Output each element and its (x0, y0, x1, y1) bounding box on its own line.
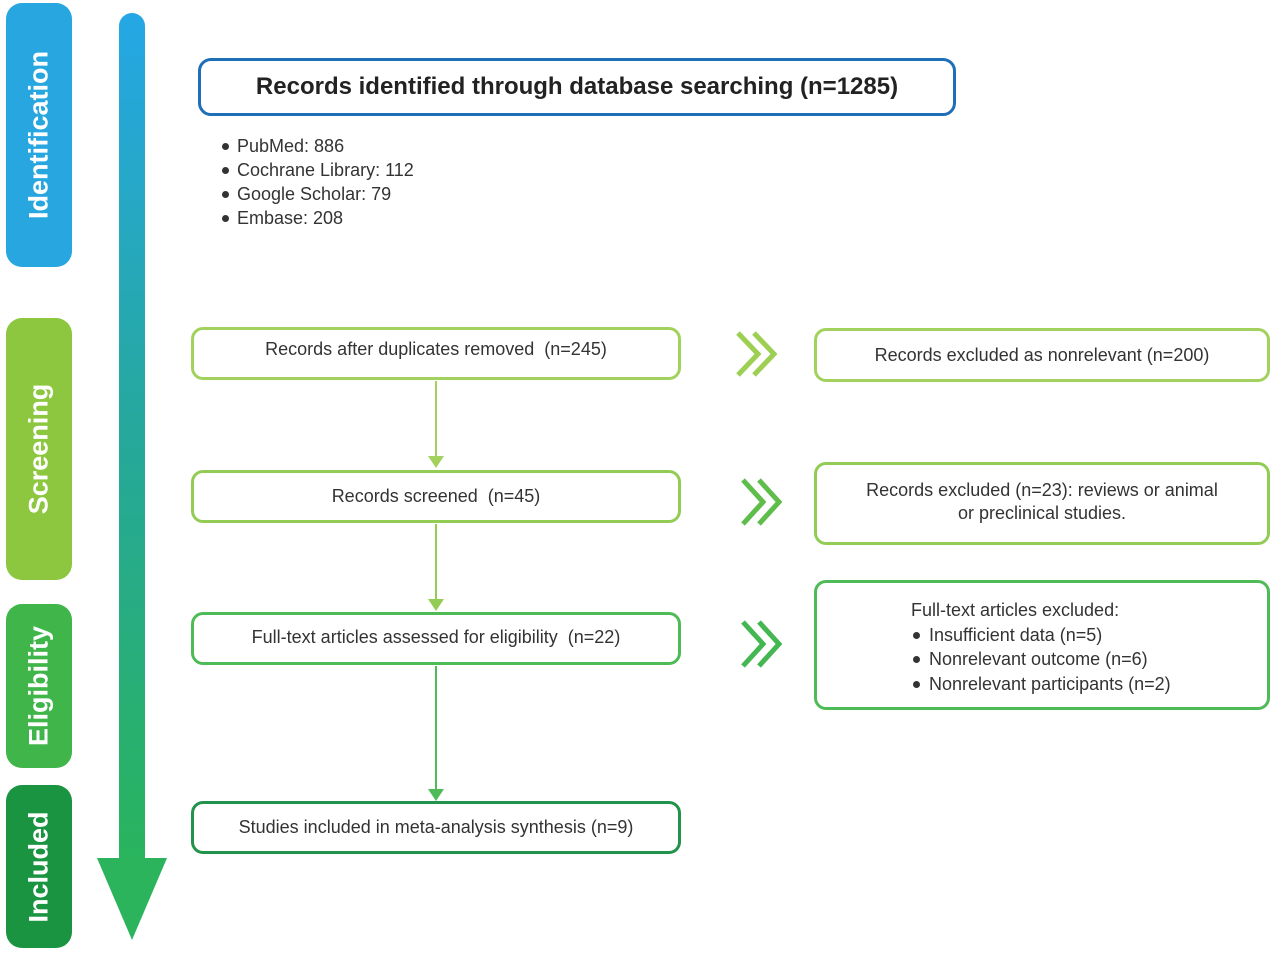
list-item: Google Scholar: 79 (222, 182, 414, 206)
list-item: Embase: 208 (222, 206, 414, 230)
records-screened-box: Records screened (n=45) (191, 470, 681, 523)
records-screened-label: Records screened (n=45) (331, 486, 541, 506)
database-source-list: PubMed: 886 Cochrane Library: 112 Google… (222, 134, 414, 230)
stage-label: Included (23, 810, 54, 923)
stage-label: Identification (23, 51, 54, 219)
fulltext-excluded-box: Full-text articles excluded: Insufficien… (814, 580, 1270, 710)
fulltext-assessed-box: Full-text articles assessed for eligibil… (191, 612, 681, 665)
double-chevron-right-icon (741, 620, 783, 668)
stage-screening: Screening (6, 318, 72, 580)
stage-included: Included (6, 785, 72, 948)
list-item: PubMed: 886 (222, 134, 414, 158)
excluded-reviews-line: Records excluded (n=23): reviews or anim… (866, 479, 1218, 500)
stage-label: Eligibility (23, 625, 54, 747)
connector-screened-to-fulltext (428, 524, 444, 611)
list-item: Cochrane Library: 112 (222, 158, 414, 182)
stage-label: Screening (23, 383, 54, 515)
fulltext-assessed-label: Full-text articles assessed for eligibil… (251, 627, 621, 647)
double-chevron-right-icon (741, 478, 783, 526)
timeline-down-arrow-icon (97, 13, 167, 940)
list-item: Nonrelevant outcome (n=6) (911, 647, 1267, 672)
list-item: Nonrelevant participants (n=2) (911, 672, 1267, 697)
records-identified-label: Records identified through database sear… (255, 73, 899, 100)
records-after-duplicates-box: Records after duplicates removed (n=245) (191, 327, 681, 380)
fulltext-excluded-title: Full-text articles excluded: (911, 600, 1120, 620)
list-item: Insufficient data (n=5) (911, 623, 1267, 648)
excluded-reviews-line: or preclinical studies. (957, 502, 1127, 523)
excluded-reviews-box: Records excluded (n=23): reviews or anim… (814, 462, 1270, 545)
records-identified-box: Records identified through database sear… (198, 58, 956, 116)
connector-duplicates-to-screened (428, 381, 444, 468)
connector-fulltext-to-included (428, 666, 444, 801)
excluded-nonrelevant-label: Records excluded as nonrelevant (n=200) (874, 344, 1210, 365)
double-chevron-right-icon (736, 331, 778, 377)
exclusion-reason-list: Insufficient data (n=5) Nonrelevant outc… (911, 623, 1267, 697)
stage-identification: Identification (6, 3, 72, 267)
studies-included-label: Studies included in meta-analysis synthe… (238, 817, 634, 837)
stage-eligibility: Eligibility (6, 604, 72, 768)
excluded-nonrelevant-box: Records excluded as nonrelevant (n=200) (814, 328, 1270, 382)
studies-included-box: Studies included in meta-analysis synthe… (191, 801, 681, 854)
records-after-duplicates-label: Records after duplicates removed (n=245) (265, 339, 607, 359)
